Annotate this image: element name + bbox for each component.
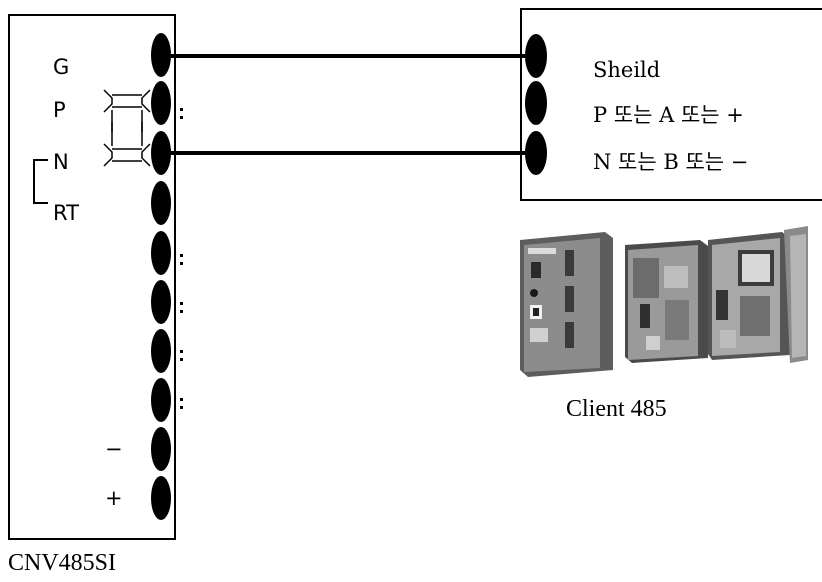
client-terminal-shield — [525, 34, 547, 78]
terminal-n — [151, 131, 171, 175]
terminal-g — [151, 33, 171, 77]
bridge-symbol — [103, 89, 151, 167]
client-name: Client 485 — [566, 396, 667, 422]
converter-terminals — [151, 33, 171, 520]
terminal-label-n: N — [53, 150, 69, 174]
client-device-image — [520, 226, 808, 377]
terminal-7 — [151, 329, 171, 373]
terminal-label-plus: + — [105, 486, 123, 510]
client-label-shield: Sheild — [593, 58, 661, 82]
client-terminal-n — [525, 131, 547, 175]
client-label-n: N 또는 B 또는 − — [593, 150, 749, 174]
terminal-minus — [151, 427, 171, 471]
terminal-5 — [151, 231, 171, 275]
converter-name: CNV485SI — [8, 550, 117, 576]
terminal-label-p: P — [53, 98, 66, 122]
terminal-label-g: G — [53, 55, 70, 79]
terminal-p — [151, 81, 171, 125]
converter-box — [8, 14, 176, 540]
client-label-p: P 또는 A 또는 + — [593, 103, 744, 127]
terminal-plus — [151, 476, 171, 520]
wires — [170, 54, 530, 155]
terminal-rt — [151, 181, 171, 225]
rt-jumper-bracket — [33, 159, 48, 204]
terminal-6 — [151, 280, 171, 324]
terminal-separators — [180, 108, 183, 409]
client-box — [520, 8, 822, 201]
client-terminals — [525, 34, 547, 175]
terminal-label-rt: RT — [53, 201, 79, 225]
terminal-label-minus: − — [105, 437, 123, 461]
client-terminal-p — [525, 81, 547, 125]
terminal-8 — [151, 378, 171, 422]
